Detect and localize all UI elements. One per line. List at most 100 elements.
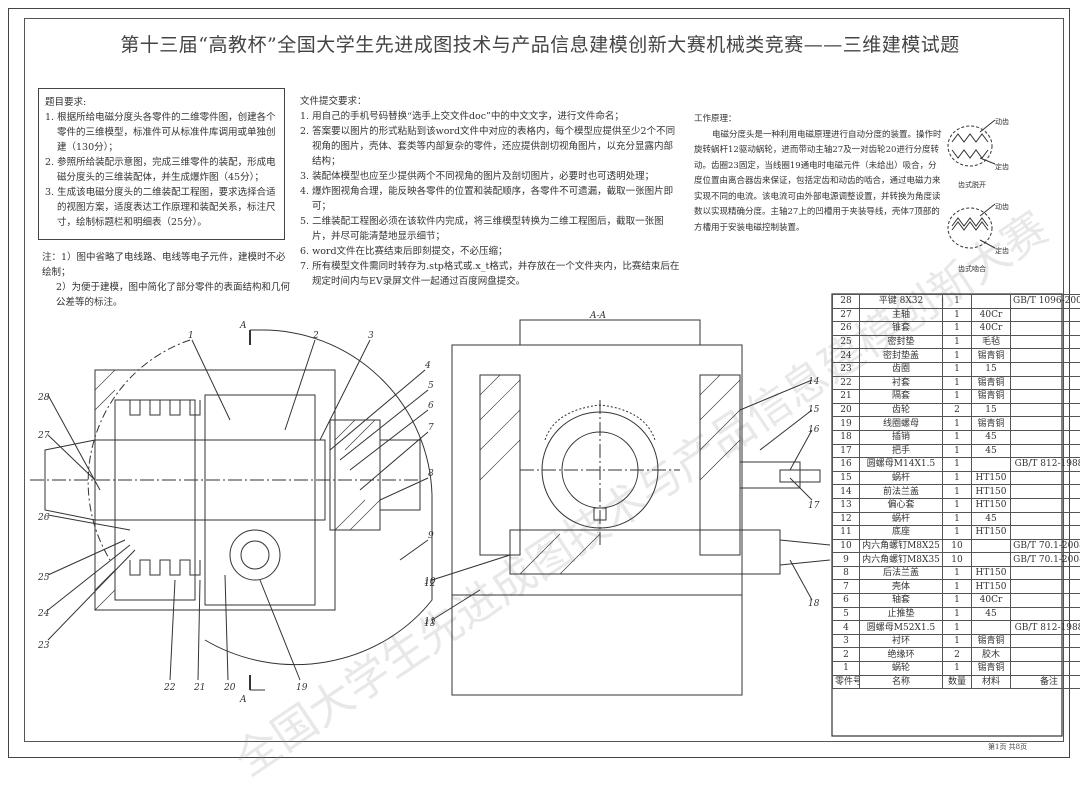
section-mark-A: A (239, 321, 247, 331)
table-cell (1011, 362, 1080, 376)
table-cell: 1 (943, 295, 972, 309)
callout-3: 3 (368, 331, 374, 341)
callout-12: 12 (424, 579, 436, 589)
callout-14: 14 (808, 377, 820, 387)
table-cell: 壳体 (860, 580, 943, 594)
table-cell: 22 (833, 376, 860, 390)
front-section-view (30, 330, 432, 690)
table-cell (1011, 634, 1080, 648)
table-cell: 6 (833, 594, 860, 608)
table-cell (1011, 526, 1080, 540)
table-cell: 13 (833, 498, 860, 512)
table-cell: 40Cr (972, 594, 1011, 608)
table-cell: 插销 (860, 430, 943, 444)
table-cell: 1 (943, 526, 972, 540)
table-cell (972, 553, 1011, 567)
table-cell: 线圈螺母 (860, 417, 943, 431)
table-cell: 5 (833, 607, 860, 621)
table-cell (1011, 444, 1080, 458)
table-cell: 1 (943, 458, 972, 472)
table-cell (1011, 566, 1080, 580)
section-view-label: A-A (589, 311, 607, 321)
table-cell: 后法兰盖 (860, 566, 943, 580)
table-cell: 1 (943, 349, 972, 363)
table-cell: HT150 (972, 566, 1011, 580)
table-cell: 蜗杆 (860, 471, 943, 485)
table-cell: 1 (943, 308, 972, 322)
table-cell: 1 (943, 566, 972, 580)
callout-23: 23 (37, 641, 50, 651)
table-cell: 25 (833, 335, 860, 349)
table-cell: 40Cr (972, 322, 1011, 336)
callout-9: 9 (428, 531, 434, 541)
table-cell: 衬套 (860, 376, 943, 390)
table-cell (1011, 335, 1080, 349)
table-cell (1011, 648, 1080, 662)
table-cell: 齿圈 (860, 362, 943, 376)
table-cell: 15 (833, 471, 860, 485)
table-cell (1011, 485, 1080, 499)
callout-22: 22 (163, 683, 176, 693)
table-cell: 1 (943, 376, 972, 390)
callout-18: 18 (808, 599, 820, 609)
table-cell (1011, 662, 1080, 676)
page-number: 第1页 共8页 (988, 742, 1027, 752)
table-cell: 16 (833, 458, 860, 472)
table-cell (1011, 580, 1080, 594)
table-cell: 28 (833, 295, 860, 309)
table-cell: 45 (972, 430, 1011, 444)
table-cell: 圆螺母M14X1.5 (860, 458, 943, 472)
table-cell: 衬环 (860, 634, 943, 648)
table-cell: 1 (943, 621, 972, 635)
table-cell: 1 (943, 512, 972, 526)
table-cell: 45 (972, 444, 1011, 458)
table-cell: 23 (833, 362, 860, 376)
table-cell: 2 (943, 403, 972, 417)
table-cell: 1 (943, 485, 972, 499)
table-cell: 45 (972, 607, 1011, 621)
table-cell: 密封垫盖 (860, 349, 943, 363)
table-cell: 底座 (860, 526, 943, 540)
table-cell: 齿轮 (860, 403, 943, 417)
table-cell: 止推垫 (860, 607, 943, 621)
callout-26: 26 (37, 513, 50, 523)
table-cell (1011, 322, 1080, 336)
callout-24: 24 (37, 609, 50, 619)
table-cell: 3 (833, 634, 860, 648)
table-cell (1011, 308, 1080, 322)
callout-16: 16 (808, 425, 820, 435)
table-cell: 绝缘环 (860, 648, 943, 662)
table-cell: GB/T 1096-2003 (1011, 295, 1080, 309)
table-cell: HT150 (972, 498, 1011, 512)
table-cell: 密封垫 (860, 335, 943, 349)
table-cell: 1 (943, 634, 972, 648)
table-cell: 11 (833, 526, 860, 540)
table-cell: 1 (943, 362, 972, 376)
callout-17: 17 (808, 501, 820, 511)
table-cell (1011, 430, 1080, 444)
table-cell (1011, 607, 1080, 621)
callout-28: 28 (37, 393, 50, 403)
callout-25: 25 (37, 573, 50, 583)
table-cell (972, 458, 1011, 472)
table-header-cell: 名称 (860, 675, 943, 689)
table-header-cell: 材料 (972, 675, 1011, 689)
table-header-cell: 数量 (943, 675, 972, 689)
section-mark-A: A (239, 695, 247, 705)
table-cell: 15 (972, 362, 1011, 376)
table-cell: 2 (833, 648, 860, 662)
table-cell: 1 (943, 417, 972, 431)
